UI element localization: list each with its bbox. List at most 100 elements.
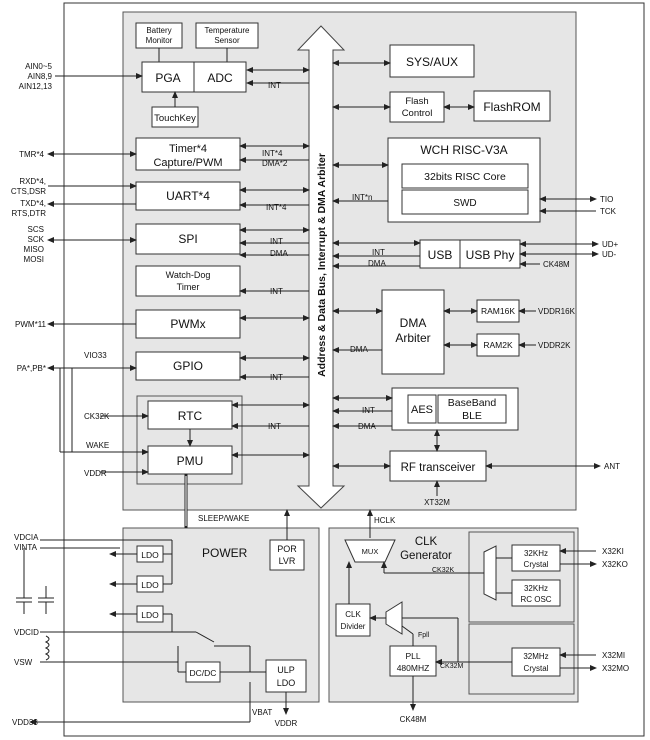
uart-int4-label: INT*4: [266, 203, 287, 212]
touchkey-label: TouchKey: [154, 113, 196, 124]
spi-dma-label: DMA: [270, 249, 288, 258]
pin-uart-4: RTS,DTR: [11, 209, 46, 218]
clk-wiring: [346, 548, 597, 711]
pin-vinta: VINTA: [14, 543, 38, 552]
pin-sck: SCK: [28, 235, 45, 244]
clk-gen-line2: Generator: [400, 550, 452, 562]
rc-osc-line2: RC OSC: [520, 595, 551, 604]
wdt-int-label: INT: [270, 287, 283, 296]
rc-osc-block: [511, 579, 561, 607]
pin-x32ki: X32KI: [602, 547, 624, 556]
usb-int-label: INT: [372, 248, 385, 257]
ulp-ldo-block: [265, 659, 307, 693]
ble-int-label: INT: [362, 406, 375, 415]
ck32k-clk-label: CK32K: [432, 567, 455, 574]
pin-udm: UD-: [602, 250, 617, 259]
timer-int4-label: INT*4: [262, 149, 283, 158]
rtc-block: [147, 400, 233, 430]
rc-osc-line1: 32KHz: [524, 584, 548, 593]
pin-scs: SCS: [28, 225, 44, 234]
pin-ck32k: CK32K: [84, 412, 110, 421]
risc-intn-label: INT*n: [352, 193, 372, 202]
por-lvr-line2: LVR: [279, 556, 296, 566]
osc32k-group: [468, 531, 575, 623]
pll-line1: PLL: [405, 651, 420, 661]
por-lvr-line1: POR: [277, 544, 297, 554]
pga-label: PGA: [155, 71, 180, 85]
crystal-32m-block: [511, 647, 561, 677]
usb-block: [419, 239, 461, 269]
adc-int-label: INT: [268, 81, 281, 90]
ldo-2-label: LDO: [141, 580, 159, 590]
pin-uart-2: CTS,DSR: [11, 187, 46, 196]
pin-mosi: MOSI: [24, 255, 44, 264]
power-wiring: [16, 539, 289, 725]
pin-ain-2: AIN8,9: [28, 72, 53, 81]
battery-monitor-line1: Battery: [146, 26, 171, 35]
swd-label: SWD: [453, 198, 476, 209]
crystal-32k-line2: Crystal: [524, 560, 549, 569]
usb-dma-label: DMA: [368, 259, 386, 268]
arbiter-dma-label: DMA: [350, 345, 368, 354]
pin-vdcid: VDCID: [14, 628, 39, 637]
temperature-sensor-block: [195, 22, 259, 49]
sys-aux-label: SYS/AUX: [406, 55, 458, 69]
battery-monitor-line2: Monitor: [146, 36, 173, 45]
pin-vdd33: VDD33: [12, 718, 38, 727]
gpio-int-label: INT: [270, 373, 283, 382]
crystal-32m-line1: 32MHz: [523, 652, 548, 661]
hclk-label: HCLK: [374, 516, 396, 525]
vbat-label: VBAT: [252, 708, 272, 717]
rtc-pmu-group: [136, 395, 243, 485]
watchdog-line2: Timer: [177, 282, 200, 292]
left-bus-links: [231, 67, 310, 458]
spi-label: SPI: [178, 232, 197, 246]
baseband-block: [437, 394, 507, 424]
crystal-32k-block: [511, 544, 561, 572]
clk-divider-line2: Divider: [341, 622, 366, 631]
pin-vio33: VIO33: [84, 351, 107, 360]
aes-block: [407, 394, 437, 424]
pmu-label: PMU: [177, 454, 204, 468]
bus-label: Address & Data Bus, Interrupt & DMA Arbi…: [316, 153, 328, 377]
pmu-block: [147, 445, 233, 475]
crystal-32k-line1: 32KHz: [524, 549, 548, 558]
ck48m-out-label: CK48M: [400, 715, 427, 724]
right-pin-lines: [485, 196, 601, 469]
osc-selector: [483, 545, 497, 601]
pin-x32mi: X32MI: [602, 651, 625, 660]
wch-risc-label: WCH RISC-V3A: [420, 143, 507, 157]
ram2k-label: RAM2K: [483, 340, 513, 350]
pwmx-block: [135, 309, 241, 339]
ram16k-label: RAM16K: [481, 306, 515, 316]
dma-arbiter-block: [381, 289, 445, 375]
ck32m-label: CK32M: [440, 663, 464, 670]
pin-ant: ANT: [604, 462, 620, 471]
pin-vddr2k: VDDR2K: [538, 341, 571, 350]
pin-pa-pb: PA*,PB*: [17, 364, 46, 373]
watchdog-block: [135, 265, 241, 297]
dcdc-label: DC/DC: [190, 668, 217, 678]
pin-miso: MISO: [24, 245, 44, 254]
spi-int-label: INT: [270, 237, 283, 246]
baseband-line2: BLE: [462, 410, 482, 422]
ulp-ldo-line1: ULP: [277, 665, 295, 675]
usb-phy-label: USB Phy: [466, 248, 515, 262]
fpll-label: Fpll: [418, 632, 430, 639]
flashrom-label: FlashROM: [483, 100, 540, 114]
flash-control-line1: Flash: [405, 96, 428, 107]
clk-divider-block: [335, 603, 371, 637]
clk-gen-line1: CLK: [415, 536, 438, 548]
watchdog-line1: Watch-Dog: [166, 270, 211, 280]
adc-label: ADC: [207, 71, 233, 85]
ulp-ldo-line2: LDO: [277, 678, 296, 688]
mux-label: MUX: [362, 547, 379, 556]
pin-x32ko: X32KO: [602, 560, 628, 569]
pin-tmr: TMR*4: [19, 150, 44, 159]
timer-line1: Timer*4: [169, 143, 207, 155]
pll-line2: 480MHZ: [397, 663, 430, 673]
adc-block: [193, 61, 247, 93]
pin-vddr16k: VDDR16K: [538, 307, 576, 316]
timer-line2: Capture/PWM: [153, 157, 222, 169]
uart-label: UART*4: [166, 189, 210, 203]
